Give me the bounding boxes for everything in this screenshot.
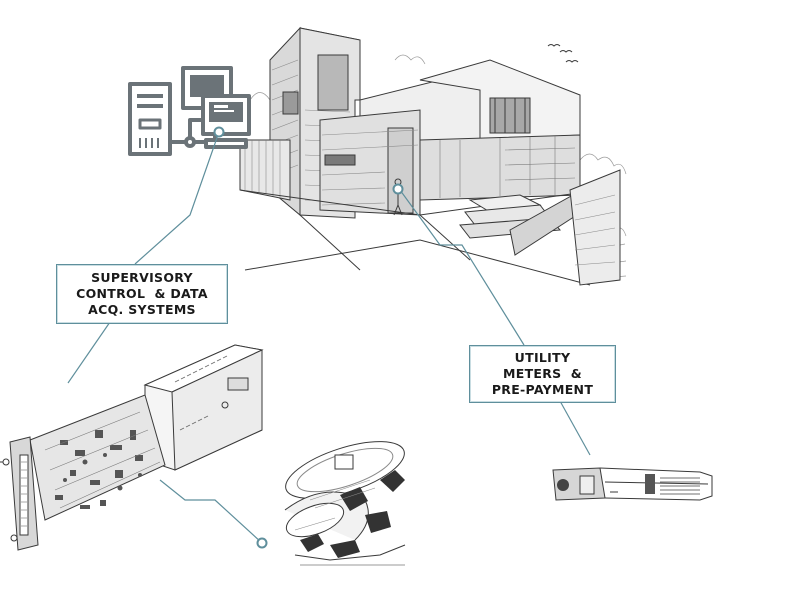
- connector-house-to-utility: [399, 189, 525, 346]
- node-house: [392, 183, 404, 195]
- utility-meters-label-box: UTILITY METERS & PRE-PAYMENT: [469, 345, 616, 403]
- scada-label-text: SUPERVISORY CONTROL & DATA ACQ. SYSTEMS: [76, 270, 208, 317]
- connector-module-to-dish: [159, 479, 263, 544]
- node-dish: [256, 537, 268, 549]
- satellite-dish-sketch: [284, 441, 406, 566]
- utility-meters-label-text: UTILITY METERS & PRE-PAYMENT: [491, 350, 594, 397]
- electronic-module-sketch: [0, 344, 264, 551]
- node-computers: [213, 126, 225, 138]
- connector-nodes: [213, 126, 404, 549]
- connector-lines: [67, 131, 591, 544]
- smart-card-token-sketch: [552, 467, 713, 501]
- connector-utility-to-card: [559, 400, 591, 456]
- connector-scada-to-computers: [134, 131, 220, 265]
- computer-network-icon: [128, 66, 251, 156]
- scada-label-box: SUPERVISORY CONTROL & DATA ACQ. SYSTEMS: [56, 264, 228, 324]
- house-sketch: [239, 26, 627, 286]
- connector-scada-to-module: [67, 321, 111, 384]
